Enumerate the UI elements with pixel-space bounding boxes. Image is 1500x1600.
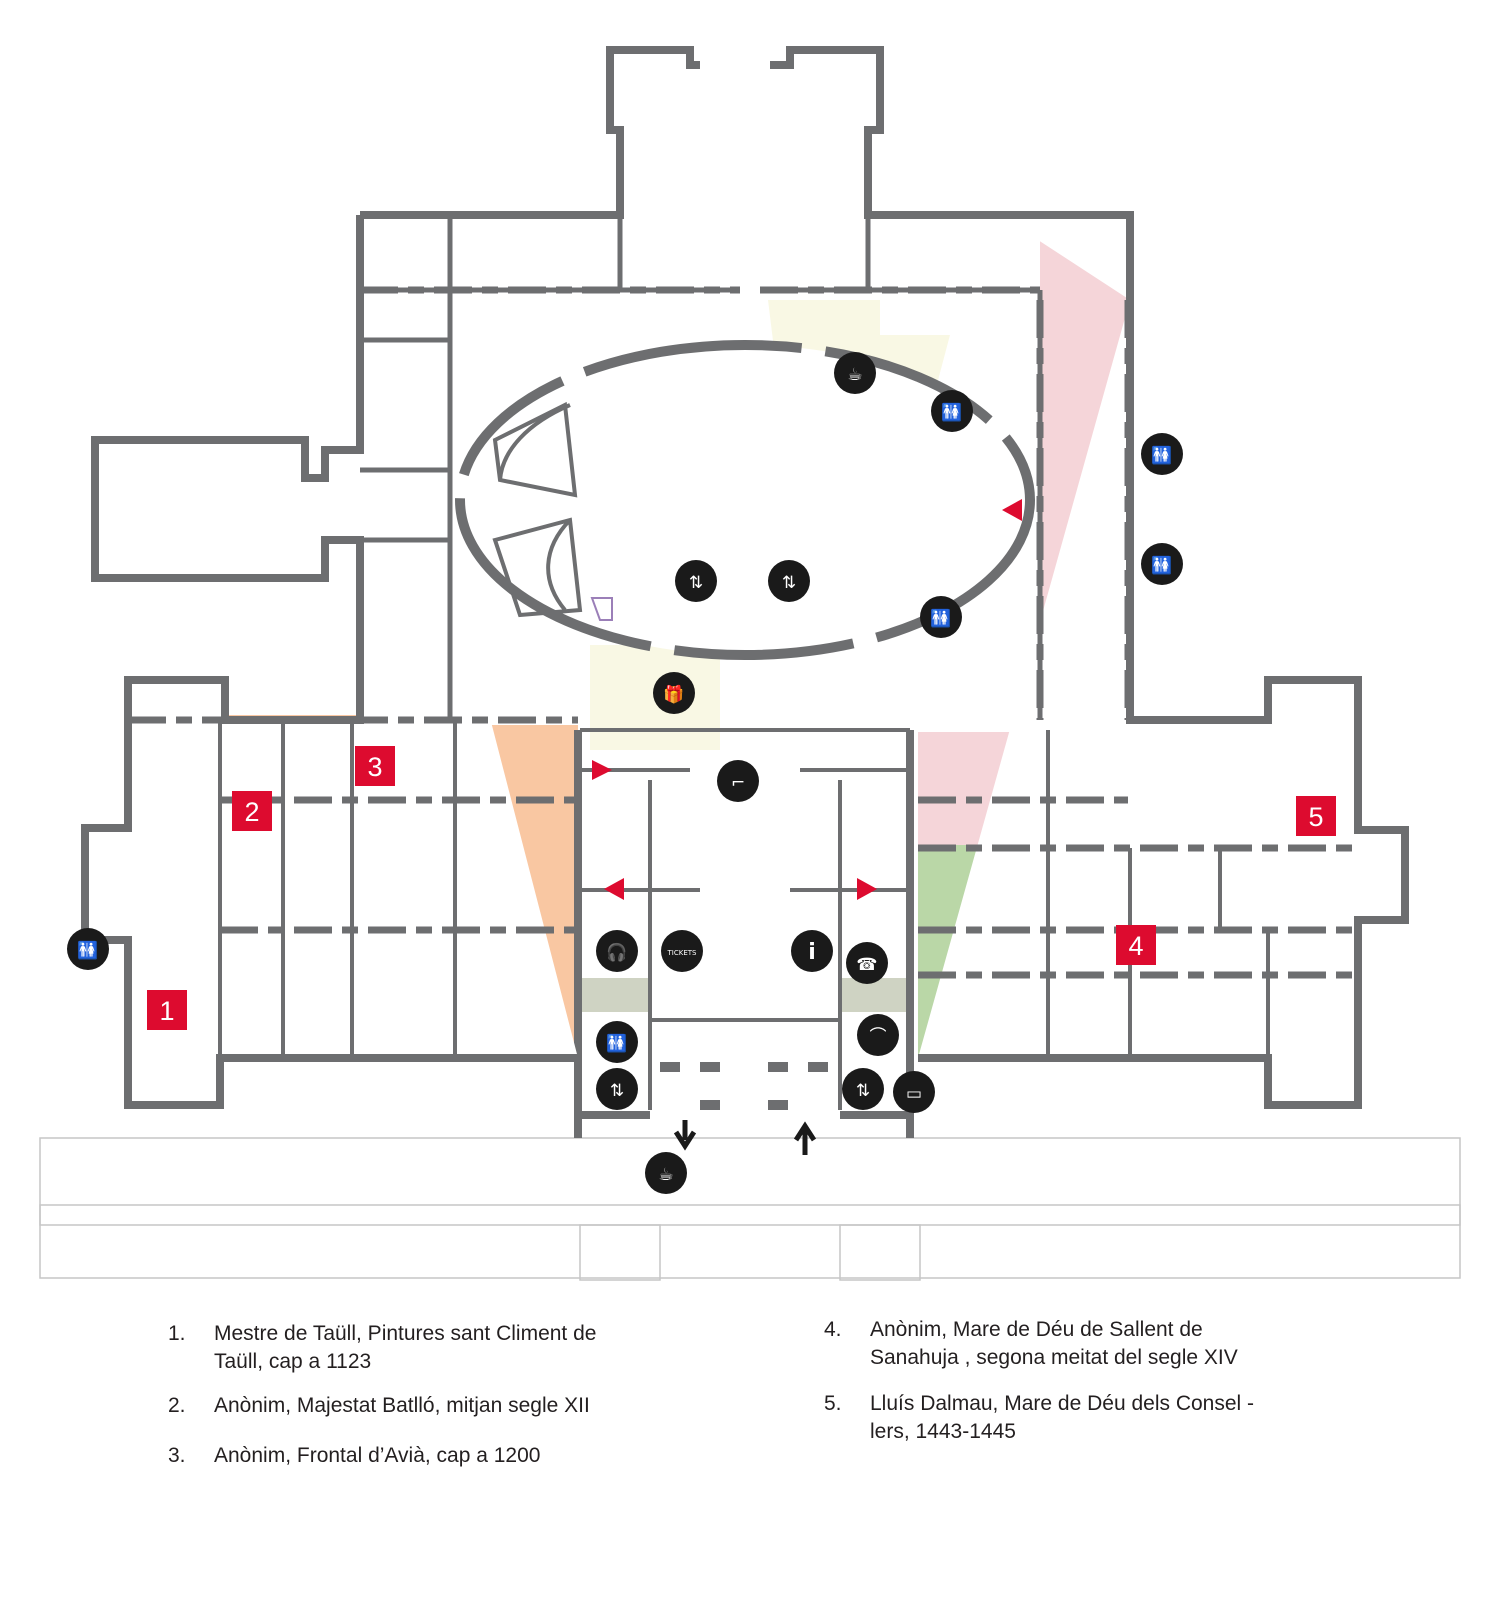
entrance-arrow <box>793 1121 817 1155</box>
legend-number: 1. <box>168 1322 186 1345</box>
legend-number: 4. <box>824 1318 842 1341</box>
svg-text:⇅: ⇅ <box>689 573 703 593</box>
marker-2[interactable]: 2 <box>232 791 272 831</box>
svg-text:☎: ☎ <box>856 955 877 975</box>
marker-1[interactable]: 1 <box>147 990 187 1030</box>
exit-arrow <box>673 1120 697 1151</box>
coffee-cup-icon[interactable]: ☕ <box>645 1152 687 1194</box>
arrow-left-icon <box>1002 499 1022 521</box>
svg-text:3: 3 <box>367 752 382 782</box>
toilets-icon[interactable]: 🚻 <box>596 1021 638 1063</box>
building-walls <box>81 46 1409 1138</box>
direction-arrows <box>592 499 1022 900</box>
legend-number: 3. <box>168 1444 186 1467</box>
legend-item-1: 1. Mestre de Taüll, Pintures sant Climen… <box>168 1320 648 1380</box>
svg-text:🚻: 🚻 <box>606 1033 627 1054</box>
svg-text:TICKETS: TICKETS <box>667 949 698 957</box>
central-lobby <box>580 728 910 1110</box>
svg-text:🎧: 🎧 <box>606 942 627 963</box>
elevator-icon[interactable]: ⇅ <box>675 560 717 602</box>
svg-text:☕: ☕ <box>847 365 862 385</box>
svg-text:🚻: 🚻 <box>941 402 962 423</box>
svg-text:▭: ▭ <box>906 1084 922 1104</box>
artwork-markers: 1 2 3 4 5 <box>147 746 1336 1030</box>
audioguide-headphones-icon[interactable]: 🎧 <box>596 930 638 972</box>
elevator-icon[interactable]: ⇅ <box>768 560 810 602</box>
toilets-icon[interactable]: 🚻 <box>67 928 109 970</box>
legend-text: Lluís Dalmau, Mare de Déu dels Consel - … <box>870 1392 1255 1443</box>
arrow-right-icon <box>592 760 612 780</box>
oval-hall <box>455 340 1035 660</box>
zone-stairs <box>582 978 908 1012</box>
legend-number: 2. <box>168 1394 186 1417</box>
svg-text:⌐: ⌐ <box>731 773 745 793</box>
svg-text:⇅: ⇅ <box>856 1081 870 1101</box>
telephone-icon[interactable]: ☎ <box>846 942 888 984</box>
arrow-left-icon <box>604 878 624 900</box>
elevator-icon[interactable]: ⇅ <box>842 1068 884 1110</box>
legend-item-5: 5. Lluís Dalmau, Mare de Déu dels Consel… <box>824 1390 1304 1450</box>
tickets-icon[interactable]: TICKETS <box>661 930 703 972</box>
toilets-icon[interactable]: 🚻 <box>931 390 973 432</box>
elevator-icon[interactable]: ⇅ <box>596 1068 638 1110</box>
marker-4[interactable]: 4 <box>1116 925 1156 965</box>
toilets-icon[interactable]: 🚻 <box>1141 433 1183 475</box>
legend-number: 5. <box>824 1392 842 1415</box>
toilets-icon[interactable]: 🚻 <box>1141 543 1183 585</box>
marker-5[interactable]: 5 <box>1296 796 1336 836</box>
svg-text:i: i <box>808 940 816 965</box>
marker-3[interactable]: 3 <box>355 746 395 786</box>
svg-text:⌒: ⌒ <box>870 1027 887 1047</box>
svg-text:4: 4 <box>1128 931 1143 961</box>
entrance-terrace <box>39 1137 1461 1281</box>
svg-text:🚻: 🚻 <box>77 940 98 961</box>
legend-text: Anònim, Majestat Batlló, mitjan segle XI… <box>214 1394 590 1417</box>
arrow-right-icon <box>857 878 877 900</box>
svg-text:⇅: ⇅ <box>610 1081 624 1101</box>
coffee-cup-icon[interactable]: ☕ <box>834 352 876 394</box>
svg-text:🚻: 🚻 <box>930 608 951 629</box>
svg-text:🎁: 🎁 <box>663 684 684 705</box>
information-icon[interactable]: i <box>791 930 833 972</box>
legend-text: Mestre de Taüll, Pintures sant Climent d… <box>214 1322 597 1373</box>
svg-text:☕: ☕ <box>658 1165 673 1185</box>
legend-item-2: 2. Anònim, Majestat Batlló, mitjan segle… <box>168 1392 648 1422</box>
toilets-icon[interactable]: 🚻 <box>920 596 962 638</box>
service-icons: ☕ 🚻 🚻 🚻 🚻 🚻 🚻 ⇅ ⇅ ⇅ ⇅ 🎁 ⌐ 🎧 TICKETS i ☎ … <box>67 352 1183 1194</box>
legend-text: Anònim, Mare de Déu de Sallent de Sanahu… <box>870 1318 1238 1369</box>
artwork-legend: 1. Mestre de Taüll, Pintures sant Climen… <box>0 1318 1500 1580</box>
cloakroom-hanger-icon[interactable]: ⌒ <box>857 1014 899 1056</box>
svg-text:2: 2 <box>244 797 259 827</box>
card-payment-icon[interactable]: ▭ <box>893 1071 935 1113</box>
legend-text: Anònim, Frontal d’Avià, cap a 1200 <box>214 1444 541 1467</box>
svg-text:⇅: ⇅ <box>782 573 796 593</box>
museum-floor-plan: 1 2 3 4 5 ☕ 🚻 🚻 🚻 🚻 🚻 🚻 ⇅ ⇅ ⇅ ⇅ 🎁 <box>39 46 1461 1281</box>
svg-text:🚻: 🚻 <box>1151 555 1172 576</box>
svg-text:5: 5 <box>1308 802 1323 832</box>
svg-text:🚻: 🚻 <box>1151 445 1172 466</box>
svg-text:1: 1 <box>159 996 174 1026</box>
legend-item-3: 3. Anònim, Frontal d’Avià, cap a 1200 <box>168 1442 648 1472</box>
gift-shop-icon[interactable]: 🎁 <box>653 672 695 714</box>
stairs-icon[interactable]: ⌐ <box>717 760 759 802</box>
legend-item-4: 4. Anònim, Mare de Déu de Sallent de San… <box>824 1316 1304 1376</box>
